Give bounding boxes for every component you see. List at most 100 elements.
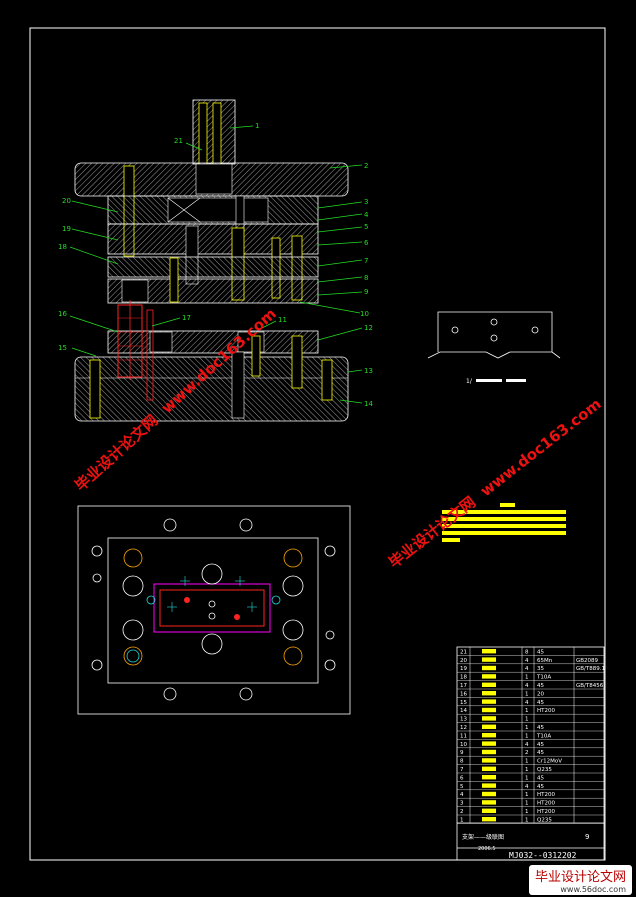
bom-cell-mat: 45: [537, 725, 544, 731]
bom-cell-no: 12: [460, 725, 467, 731]
lower-die-base: [74, 356, 349, 422]
scale-label: 1/: [466, 378, 473, 385]
bom-cell-mat: 45: [537, 649, 544, 655]
bom-cell-qty: 1: [525, 708, 529, 714]
footer-brand: 毕业设计论文网 www.56doc.com: [528, 865, 632, 895]
bom-cell-qty: 2: [525, 750, 529, 756]
bom-cell-qty: 1: [525, 767, 529, 773]
bom-name-mark: [482, 775, 496, 780]
part-label: 11: [278, 316, 287, 324]
bom-cell-mat: 35: [537, 666, 544, 672]
bom-cell-no: 21: [460, 649, 467, 655]
footer-brand-text: 毕业设计论文网: [534, 870, 626, 885]
bom-cell-no: 19: [460, 666, 467, 672]
date: 2006.5: [478, 846, 496, 852]
bom-cell-qty: 1: [525, 733, 529, 739]
bom-name-mark: [482, 699, 496, 704]
bom-cell-no: 2: [460, 809, 464, 815]
bom-name-mark: [482, 749, 496, 755]
bom-cell-no: 11: [460, 733, 467, 739]
bom-cell-no: 17: [460, 683, 467, 689]
bom-cell-mat: 45: [537, 683, 544, 689]
bom-name-mark: [482, 741, 496, 746]
bom-cell-qty: 4: [525, 784, 529, 790]
footer-site: www.56doc.com: [560, 885, 626, 894]
drawing-number: MJ032--0312202: [509, 851, 577, 860]
bom-cell-mat: 45: [537, 784, 544, 790]
bom-name-mark: [482, 649, 496, 654]
bom-cell-qty: 1: [525, 809, 529, 815]
part-label: 1: [255, 122, 259, 130]
bom-cell-qty: 1: [525, 725, 529, 731]
part-label: 17: [182, 314, 191, 322]
bom-cell-mat: T10A: [536, 675, 551, 681]
bom-name-mark: [482, 766, 496, 771]
bom-cell-no: 1: [460, 817, 464, 823]
technical-notes: [442, 503, 566, 542]
bom-cell-no: 4: [460, 792, 464, 798]
punch-holder: [107, 223, 319, 255]
bom-cell-no: 3: [460, 801, 464, 807]
drawing-frame: [29, 27, 606, 861]
bom-cell-no: 5: [460, 784, 464, 790]
bom-cell-mat: Cr12MoV: [537, 759, 562, 765]
part-label: 2: [364, 162, 368, 170]
part-label: 13: [364, 367, 373, 375]
bom-cell-qty: 4: [525, 666, 529, 672]
bom-cell-mat: 45: [537, 775, 544, 781]
bom-name-mark: [482, 657, 496, 662]
leader-lines: [69, 125, 363, 404]
bom-cell-std: GB2089: [576, 658, 599, 664]
bom-cell-mat: HT200: [537, 792, 555, 798]
sheet-number: 9: [585, 833, 589, 841]
part-label: 5: [364, 223, 368, 231]
bom-cell-no: 15: [460, 700, 467, 706]
bom-name-mark: [482, 716, 496, 721]
part-label: 7: [364, 257, 368, 265]
bom-cell-no: 8: [460, 759, 464, 765]
bom-cell-no: 9: [460, 750, 464, 756]
bom-name-mark: [482, 691, 496, 696]
bom-cell-qty: 4: [525, 683, 529, 689]
bom-cell-qty: 8: [525, 649, 529, 655]
bom-cell-mat: 45: [537, 700, 544, 706]
part-label: 10: [360, 310, 369, 318]
bom-cell-mat: Q235: [537, 767, 552, 773]
bom-cell-no: 20: [460, 658, 467, 664]
bom-cell-std: GB/T889.1: [576, 666, 605, 672]
bom-cell-no: 7: [460, 767, 464, 773]
bom-cell-no: 13: [460, 717, 467, 723]
bom-name-mark: [482, 682, 496, 687]
bom-cell-no: 10: [460, 742, 467, 748]
part-label: 14: [364, 400, 373, 408]
part-label: 4: [364, 211, 369, 219]
part-label: 21: [174, 137, 183, 145]
drawing-name: 支架——级联图: [462, 833, 504, 841]
bom-cell-no: 18: [460, 675, 467, 681]
part-detail: 1/: [427, 311, 561, 385]
bom-cell-qty: 4: [525, 700, 529, 706]
bom-name-mark: [482, 758, 496, 763]
bom-cell-qty: 1: [525, 717, 529, 723]
bom-cell-std: GB/T8456: [576, 683, 604, 689]
part-label: 20: [62, 197, 71, 205]
bom-cell-mat: HT200: [537, 801, 555, 807]
bom-cell-qty: 4: [525, 742, 529, 748]
part-labels: 1 2 3 4 5 6 7 8 9 10 11 12 13 14 15 16 1…: [58, 122, 373, 408]
stripper-plate: [107, 256, 319, 278]
bom-cell-qty: 1: [525, 691, 529, 697]
bom-name-mark: [482, 800, 496, 805]
bom-cell-mat: Q235: [537, 817, 552, 823]
part-label: 9: [364, 288, 368, 296]
part-label: 19: [62, 225, 71, 233]
bom-cell-qty: 4: [525, 658, 529, 664]
part-label: 15: [58, 344, 67, 352]
bom-name-mark: [482, 791, 496, 797]
bom-name-mark: [482, 665, 496, 671]
part-label: 3: [364, 198, 368, 206]
bom-cell-mat: 65Mn: [537, 658, 553, 664]
bom-name-mark: [482, 707, 496, 713]
bom-name-mark: [482, 724, 496, 729]
